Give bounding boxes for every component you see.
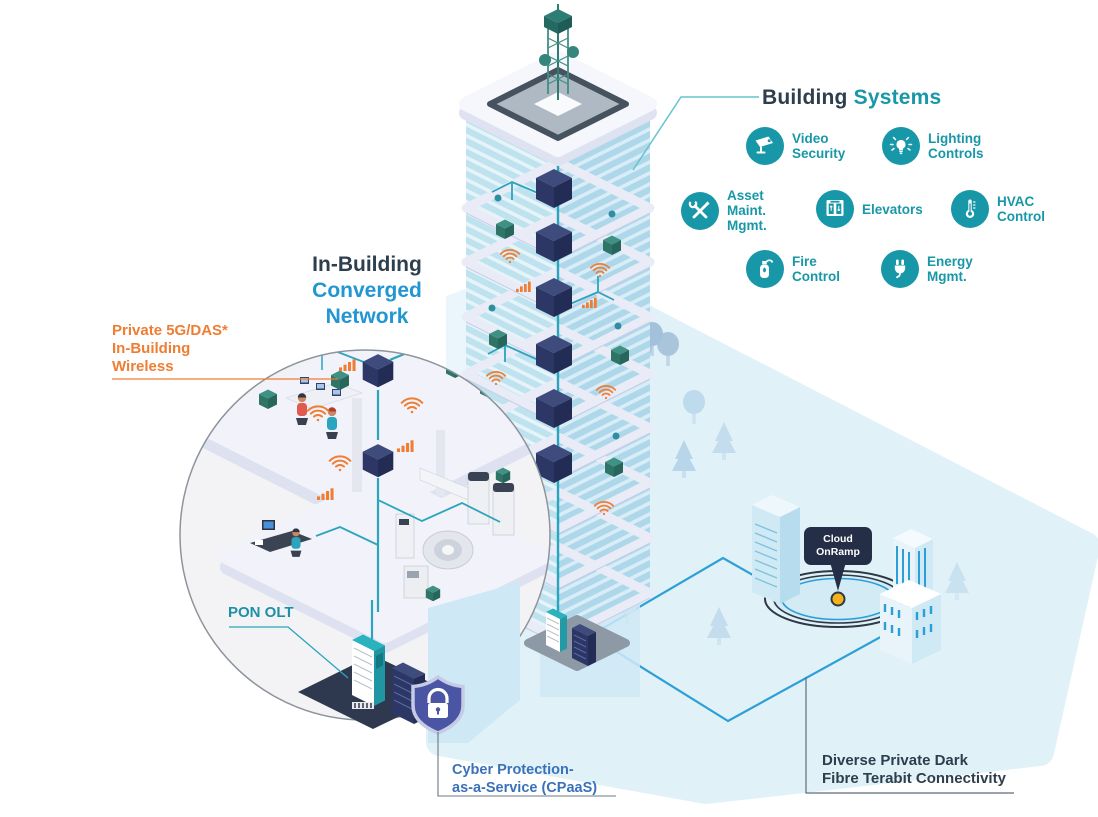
system-label: Energy Mgmt.	[927, 254, 973, 284]
network-label-line2: Converged	[312, 279, 422, 302]
video-security-icon	[746, 127, 784, 165]
network-label-line3: Network	[325, 305, 409, 328]
office-worker	[326, 407, 338, 439]
office-worker	[296, 393, 308, 425]
office-worker	[290, 528, 302, 557]
pon-olt-racks	[298, 600, 450, 729]
title-part-systems: Systems	[853, 86, 942, 109]
city-building-right	[880, 529, 941, 664]
system-asset-maint-mgmt: Asset Maint. Mgmt.	[681, 188, 767, 233]
building-systems-connector	[632, 96, 759, 171]
pon-olt-label: PON OLT	[228, 604, 294, 621]
mechanical-equipment	[395, 467, 515, 602]
system-label: Fire Control	[792, 254, 840, 284]
antenna-tower	[539, 4, 579, 100]
system-lighting-controls: Lighting Controls	[882, 127, 984, 165]
network-label-line1: In-Building	[312, 253, 422, 276]
hvac-control-icon	[951, 190, 989, 228]
cloud-onramp-tag: Cloud OnRamp	[804, 527, 872, 565]
system-elevators: Elevators	[816, 190, 923, 228]
system-video-security: Video Security	[746, 127, 845, 165]
system-hvac-control: HVAC Control	[951, 190, 1045, 228]
tower-base-racks	[524, 596, 630, 671]
system-energy-mgmt: Energy Mgmt.	[881, 250, 973, 288]
in-building-converged-network-label: In-Building Converged Network	[282, 252, 452, 330]
dark-fibre-label: Diverse Private Dark Fibre Terabit Conne…	[822, 752, 1006, 787]
energy-mgmt-icon	[881, 250, 919, 288]
lighting-controls-icon	[882, 127, 920, 165]
shield-lock-icon	[411, 674, 465, 735]
system-label: Lighting Controls	[928, 131, 984, 161]
system-label: Asset Maint. Mgmt.	[727, 188, 767, 233]
system-label: Video Security	[792, 131, 846, 161]
asset-maint-mgmt-icon	[681, 191, 719, 230]
cloud-onramp-tail	[830, 562, 846, 591]
city-building-left	[752, 495, 800, 604]
label-connectors	[112, 378, 1014, 797]
private-5g-das-wireless-label: Private 5G/DAS* In-Building Wireless	[112, 322, 228, 375]
system-label: Elevators	[862, 201, 923, 217]
fire-control-icon	[746, 250, 784, 288]
cpaas-label: Cyber Protection- as-a-Service (CPaaS)	[452, 762, 598, 796]
title-part-building: Building	[762, 86, 854, 109]
system-fire-control: Fire Control	[746, 250, 840, 288]
building-systems-title: Building Systems	[762, 86, 941, 110]
cloud-onramp-dot	[830, 591, 846, 607]
system-label: HVAC Control	[997, 194, 1045, 224]
elevators-icon	[816, 190, 854, 228]
